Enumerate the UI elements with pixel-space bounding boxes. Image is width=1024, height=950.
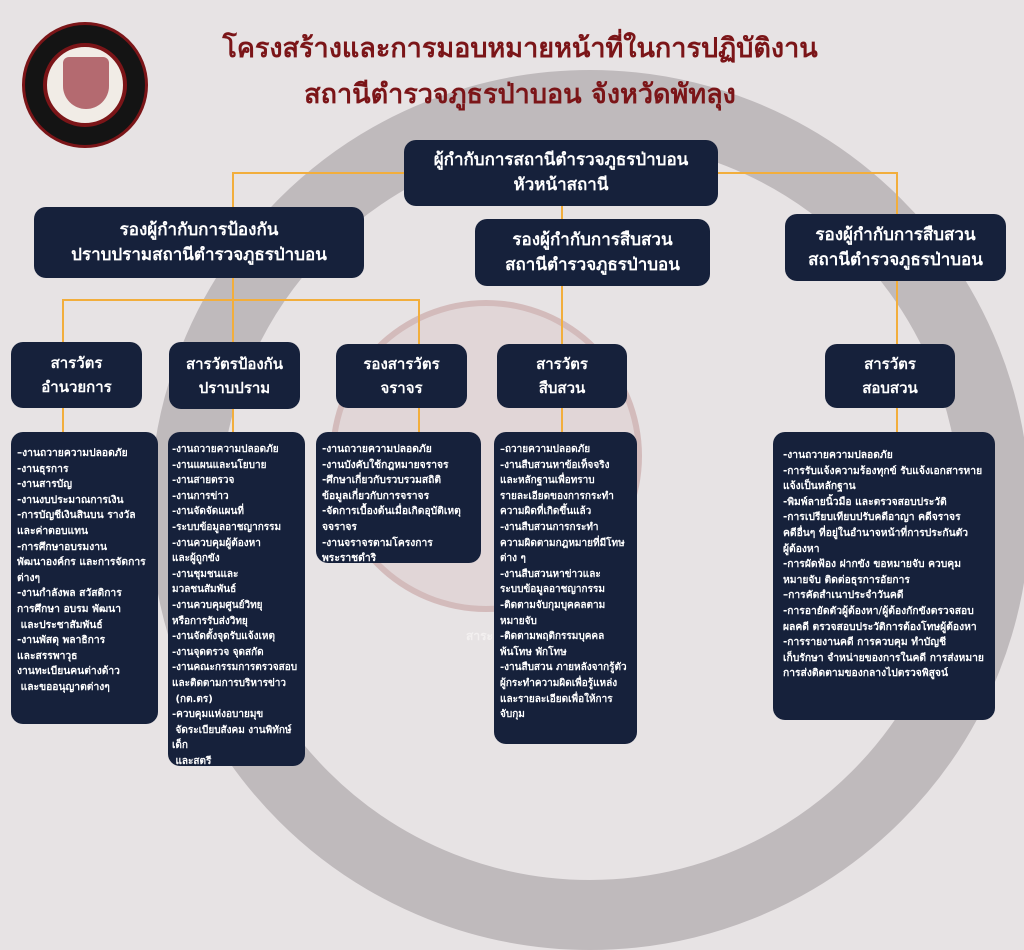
unit-title: สารวัตร (50, 354, 103, 372)
chief-subtitle: หัวหน้าสถานี (513, 175, 609, 195)
unit-traffic: รองสารวัตรจราจร (336, 344, 467, 408)
deputy-investigation-box-2: รองผู้กำกับการสืบสวน สถานีตำรวจภูธรป่าบอ… (785, 214, 1006, 281)
duty-item: -งานสืบสวนหาข้อเท็จจริง และหลักฐานเพื่อท… (500, 459, 614, 518)
duty-item: -งานกำลังพล สวัสดิการ การศึกษา อบรม พัฒน… (17, 587, 122, 631)
duty-item: -งานธุรการ (17, 462, 69, 475)
deputy-prevention-box: รองผู้กำกับการป้องกัน ปราบปรามสถานีตำรวจ… (34, 207, 364, 278)
unit-subtitle: จราจร (380, 379, 423, 397)
duty-item: -การศึกษาอบรมงาน พัฒนาองค์กร และการจัดกา… (17, 540, 146, 584)
duty-item: -การรับแจ้งความร้องทุกข์ รับแจ้งเอกสารหา… (783, 464, 983, 493)
unit-subtitle: อำนวยการ (41, 378, 112, 396)
duties-inquiry: -งานถวายความปลอดภัย -การรับแจ้งความร้องทุ… (773, 432, 995, 720)
unit-title: สารวัตรป้องกัน (185, 354, 284, 373)
duty-item: -งานสืบสวน ภายหลังจากรู้ตัว ผู้กระทำความ… (500, 662, 627, 721)
deputy-investigation-box: รองผู้กำกับการสืบสวน สถานีตำรวจภูธรป่าบอ… (475, 219, 710, 286)
duty-item: -งานพัสดุ พลาธิการ และสรรพาวุธ งานทะเบีย… (17, 634, 120, 693)
duty-item: -งานคณะกรรมการตรวจสอบ และติดตามการบริหาร… (172, 662, 298, 705)
duty-item: –ถวายความปลอดภัย (500, 444, 591, 455)
duty-item: -งานการข่าว (172, 490, 229, 502)
unit-investigation: สารวัตรสืบสวน (497, 344, 627, 408)
duties-investigation: –ถวายความปลอดภัย -งานสืบสวนหาข้อเท็จจริง … (494, 432, 637, 744)
duty-item: -ระบบข้อมูลอาชญากรรม (172, 521, 282, 533)
unit-inquiry: สารวัตรสอบสวน (825, 344, 955, 408)
duties-traffic: -งานถวายความปลอดภัย -งานบังคับใช้กฎหมายจร… (316, 432, 481, 564)
duty-item: -งานสืบสวนหาข่าวและ ระบบข้อมูลอาชญากรรม (500, 568, 605, 596)
unit-administration: สารวัตรอำนวยการ (11, 342, 142, 408)
duty-item: -การผัดฟ้อง ฝากขัง ขอหมายจับ ควบคุม หมาย… (783, 558, 961, 586)
duty-item: -งานสายตรวจ (172, 475, 235, 487)
duty-item: -งานจราจรตามโครงการ พระราชดำริ (322, 536, 433, 565)
unit-title: รองสารวัตร (363, 355, 440, 373)
duty-item: -ติดตามจับกุมบุคคลตาม หมายจับ (500, 599, 606, 627)
duty-item: -งานจัดจัดแผนที่ (172, 506, 244, 518)
unit-title: สารวัตร (536, 355, 588, 373)
duty-item: –การคัดสำเนาประจำวันคดี (783, 589, 904, 602)
duty-item: -งานจุดตรวจ จุดสกัด (172, 646, 264, 658)
duty-item: -พิมพ์ลายนิ้วมือ และตรวจสอบประวัติ (783, 495, 947, 508)
duty-item: -งานถวายความปลอดภัย (783, 449, 893, 461)
connector (232, 172, 234, 208)
duty-item: -งานสืบสวนการกระทำ ความผิดตามกฎหมายที่มี… (500, 521, 625, 565)
deputy-title: รองผู้กำกับการป้องกัน (119, 219, 279, 240)
duty-item: -งานชุมชนและ มวลชนสัมพันธ์ (172, 568, 239, 596)
page-title-line1: โครงสร้างและการมอบหมายหน้าที่ในการปฏิบัต… (222, 33, 818, 64)
duty-item: -ศึกษาเกี่ยวกับรวบรวมสถิติ ข้อมูลเกี่ยวก… (322, 474, 442, 502)
duty-item: –งานถวายความปลอดภัย (17, 447, 128, 459)
duty-item: -งานงบประมาณการเงิน (17, 493, 124, 506)
connector (716, 172, 898, 174)
duty-item: -จัดการเบื้องต้นเมื่อเกิดอุบัติเหตุ จจรา… (322, 505, 461, 533)
duty-item: -งานถวายความปลอดภัย (172, 444, 279, 455)
connector (896, 172, 898, 434)
duty-item: -งานแผนและนโยบาย (172, 459, 267, 471)
duties-administration: –งานถวายความปลอดภัย -งานธุรการ -งานสารบัญ -… (11, 432, 158, 724)
stray-text: สาระ (466, 629, 493, 643)
duty-item: -งานถวายความปลอดภัย (322, 443, 432, 455)
deputy-subtitle: ปราบปรามสถานีตำรวจภูธรป่าบอน (71, 244, 327, 265)
unit-subtitle: สืบสวน (538, 379, 586, 397)
unit-title: สารวัตร (864, 355, 916, 373)
deputy-subtitle: สถานีตำรวจภูธรป่าบอน (808, 249, 983, 270)
duty-item: -การบัญชีเงินสินบน รางวัล และค่าตอบแทน (17, 509, 136, 537)
deputy-subtitle: สถานีตำรวจภูธรป่าบอน (505, 254, 680, 275)
duty-item: -การรายงานคดี การควบคุม ทำบัญชี เก็บรักษ… (783, 636, 984, 680)
page-title-line2: สถานีตำรวจภูธรป่าบอน จังหวัดพัทลุง (304, 79, 736, 110)
duty-item: -งานบังคับใช้กฎหมายจราจร (322, 458, 449, 471)
duty-item: -งานควบคุมศูนย์วิทยุ หรือการรับส่งวิทยุ (172, 599, 263, 627)
duty-item: -งานจัดตั้งจุดรับแจ้งเหตุ (172, 631, 275, 643)
duty-item: -การเปรียบเทียบปรับคดีอาญา คดีจราจร คดีอ… (783, 511, 969, 555)
duty-item: -งานสารบัญ (17, 478, 73, 491)
connector (561, 205, 563, 433)
police-station-logo (22, 22, 148, 148)
chief-box: ผู้กำกับการสถานีตำรวจภูธรป่าบอน หัวหน้าส… (404, 140, 718, 206)
deputy-title: รองผู้กำกับการสืบสวน (815, 224, 976, 245)
connector (62, 299, 420, 301)
duty-item: -ติดตามพฤติกรรมบุคคล พ้นโทษ พักโทษ (500, 631, 605, 658)
duty-item: -งานควบคุมผู้ต้องหา และผู้ถูกขัง (172, 537, 261, 565)
deputy-title: รองผู้กำกับการสืบสวน (512, 229, 673, 250)
unit-subtitle: สอบสวน (862, 379, 918, 397)
connector (232, 172, 406, 174)
duties-prevention: -งานถวายความปลอดภัย -งานแผนและนโยบาย -งานส… (168, 432, 305, 767)
chief-title: ผู้กำกับการสถานีตำรวจภูธรป่าบอน (433, 150, 689, 170)
unit-subtitle: ปราบปราม (198, 378, 271, 397)
unit-prevention: สารวัตรป้องกันปราบปราม (169, 342, 300, 409)
duty-item: -ควบคุมแห่งอบายมุข จัดระเบียบสังคม งานพิ… (172, 709, 292, 767)
duty-item: -การอายัดตัวผู้ต้องหา/ผู้ต้องกักขังตรวจส… (783, 604, 977, 633)
